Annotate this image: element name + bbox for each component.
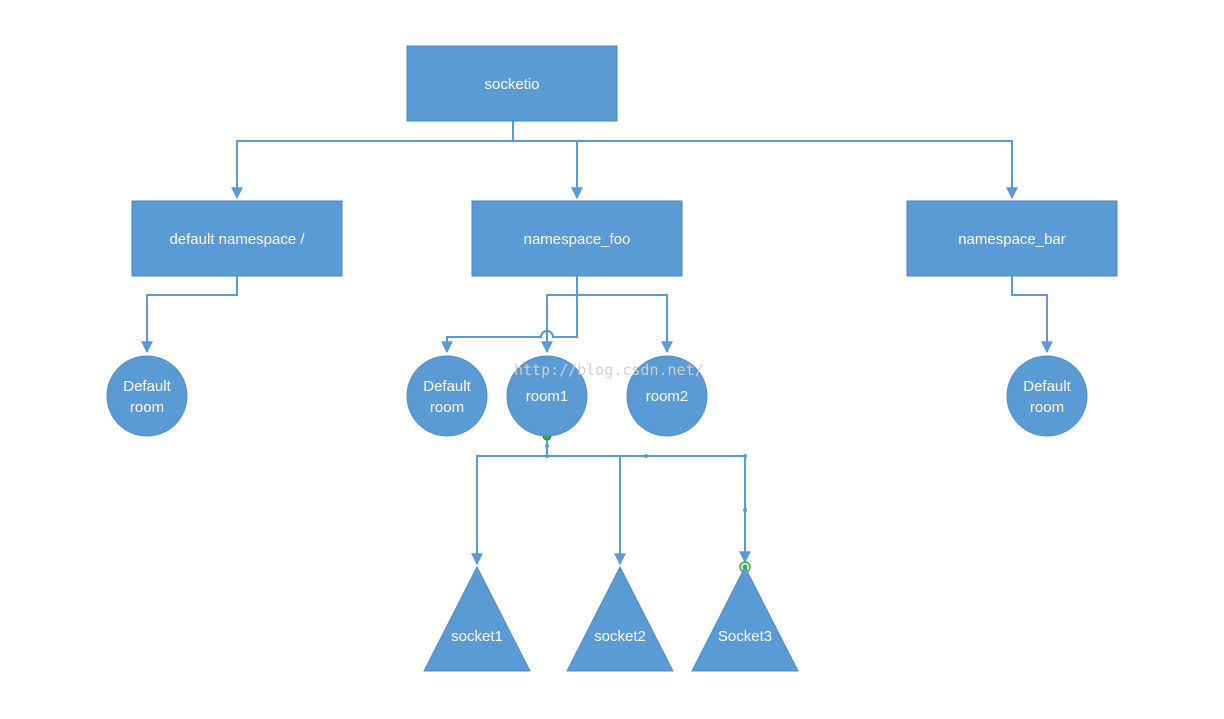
selection-handles [542, 431, 751, 573]
node-label-line1: Default [123, 378, 171, 395]
node-label: default namespace / [169, 231, 305, 248]
connector-foo-to-room2[interactable] [577, 294, 673, 354]
connector-default-namespace-to-room[interactable] [141, 276, 238, 354]
node-triangle [566, 565, 674, 672]
connector-room1-to-socket2[interactable] [547, 455, 626, 566]
node-circle [406, 355, 488, 437]
connector-room1-to-socket3[interactable] [620, 455, 751, 564]
connector-midpoint-handle[interactable] [545, 454, 549, 458]
node-label-line2: room [1030, 399, 1064, 416]
connector-midpoint-handle[interactable] [743, 454, 747, 458]
node-socket1[interactable]: socket1 [423, 565, 531, 672]
node-namespace-foo[interactable]: namespace_foo [471, 200, 683, 277]
node-default-namespace[interactable]: default namespace / [131, 200, 343, 277]
node-triangle [423, 565, 531, 672]
node-foo-room1[interactable]: room1 [506, 355, 588, 437]
node-namespace-bar[interactable]: namespace_bar [906, 200, 1118, 277]
connector-midpoint-handle[interactable] [545, 444, 549, 448]
connectors [141, 121, 1053, 566]
node-circle [626, 355, 708, 437]
node-bar-default-room[interactable]: Default room [1006, 355, 1088, 437]
node-box [906, 200, 1118, 277]
node-label: socket2 [594, 628, 646, 645]
connector-foo-to-room1[interactable] [541, 294, 577, 354]
node-label-line2: room [130, 399, 164, 416]
watermark-text: http://blog.csdn.net/ [514, 361, 704, 379]
node-circle [506, 355, 588, 437]
node-label: room1 [526, 388, 569, 405]
connector-root-to-namespace-foo[interactable] [513, 140, 583, 200]
connector-bar-to-default-room[interactable] [1011, 276, 1053, 354]
node-circle [106, 355, 188, 437]
connector-midpoint-handle[interactable] [743, 508, 747, 512]
connector-root-to-namespace-bar[interactable] [577, 140, 1018, 200]
node-foo-room2[interactable]: room2 [626, 355, 708, 437]
node-label: Socket3 [718, 628, 772, 645]
connector-foo-to-default-room[interactable] [441, 276, 578, 354]
node-box [131, 200, 343, 277]
node-socketio[interactable]: socketio [406, 45, 618, 122]
node-socket3[interactable]: Socket3 [691, 565, 799, 672]
node-label-line1: Default [1023, 378, 1071, 395]
node-triangle [691, 565, 799, 672]
node-default-namespace-default-room[interactable]: Default room [106, 355, 188, 437]
connector-room1-to-socket1[interactable] [471, 436, 548, 566]
node-label-line1: Default [423, 378, 471, 395]
node-foo-default-room[interactable]: Default room [406, 355, 488, 437]
node-label: socketio [484, 76, 539, 93]
connector-midpoint-handle[interactable] [644, 454, 648, 458]
node-circle [1006, 355, 1088, 437]
node-box [471, 200, 683, 277]
node-socket2[interactable]: socket2 [566, 565, 674, 672]
node-label: room2 [646, 388, 689, 405]
node-label: namespace_bar [958, 231, 1066, 248]
node-label: namespace_foo [524, 231, 631, 248]
node-label: socket1 [451, 628, 503, 645]
node-label-line2: room [430, 399, 464, 416]
node-box [406, 45, 618, 122]
connector-root-to-default-namespace[interactable] [231, 121, 514, 200]
